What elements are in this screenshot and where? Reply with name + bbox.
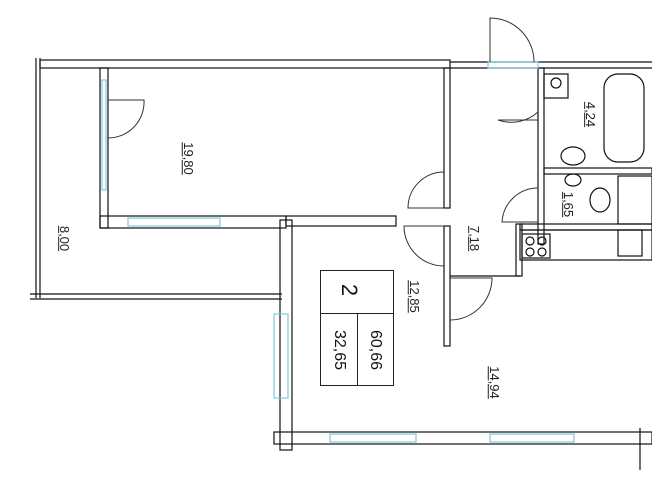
info-divider-v — [357, 313, 358, 385]
top-wall — [39, 59, 451, 69]
area-bedroom: 12,85 — [406, 280, 422, 313]
bedroom-left-wall — [279, 219, 293, 451]
door-kitchen — [449, 277, 493, 321]
bathroom-wc-wall — [543, 167, 652, 175]
area-loggia: 8,00 — [57, 225, 73, 252]
window-bedroom-bottom — [329, 433, 417, 443]
hall-bedroom-partition — [443, 225, 451, 347]
bottom-wall — [273, 431, 652, 445]
door-living-loggia — [107, 99, 145, 139]
area-kitchen: 14,94 — [486, 366, 502, 399]
washing-machine — [543, 73, 569, 99]
kitchen-top-wall — [519, 223, 652, 231]
door-living — [407, 171, 445, 209]
stove — [521, 233, 551, 259]
door-wc — [501, 187, 539, 223]
window-living-bottom — [127, 217, 221, 227]
area-wc: 1,65 — [561, 191, 577, 218]
living-left-wall — [99, 67, 109, 229]
sink — [617, 229, 643, 257]
living-area: 32,65 — [331, 329, 349, 371]
area-bathroom: 4,24 — [583, 101, 599, 128]
rooms-count: 2 — [337, 283, 363, 297]
total-area: 60,66 — [367, 329, 385, 371]
entry-door-opening — [487, 61, 539, 69]
window-kitchen-bottom — [489, 433, 575, 443]
living-hall-partition — [443, 67, 451, 209]
door-bedroom — [403, 225, 445, 267]
washbasin — [560, 146, 586, 166]
bathroom-wall — [537, 67, 545, 245]
door-entry — [489, 17, 535, 63]
apartment-info-box: 2 60,66 32,65 — [320, 270, 394, 386]
area-hallway: 7,18 — [467, 225, 483, 252]
window-living-left — [101, 79, 107, 191]
fridge — [617, 175, 652, 225]
bathtub — [603, 73, 645, 163]
kitchen-corner-wall — [515, 223, 523, 277]
kitchen-counter — [519, 229, 652, 261]
door-bathroom — [497, 111, 539, 123]
window-bedroom-left — [273, 313, 289, 399]
bedroom-top-wall — [285, 215, 397, 227]
toilet — [589, 187, 611, 213]
area-living-room: 19,80 — [180, 142, 196, 175]
